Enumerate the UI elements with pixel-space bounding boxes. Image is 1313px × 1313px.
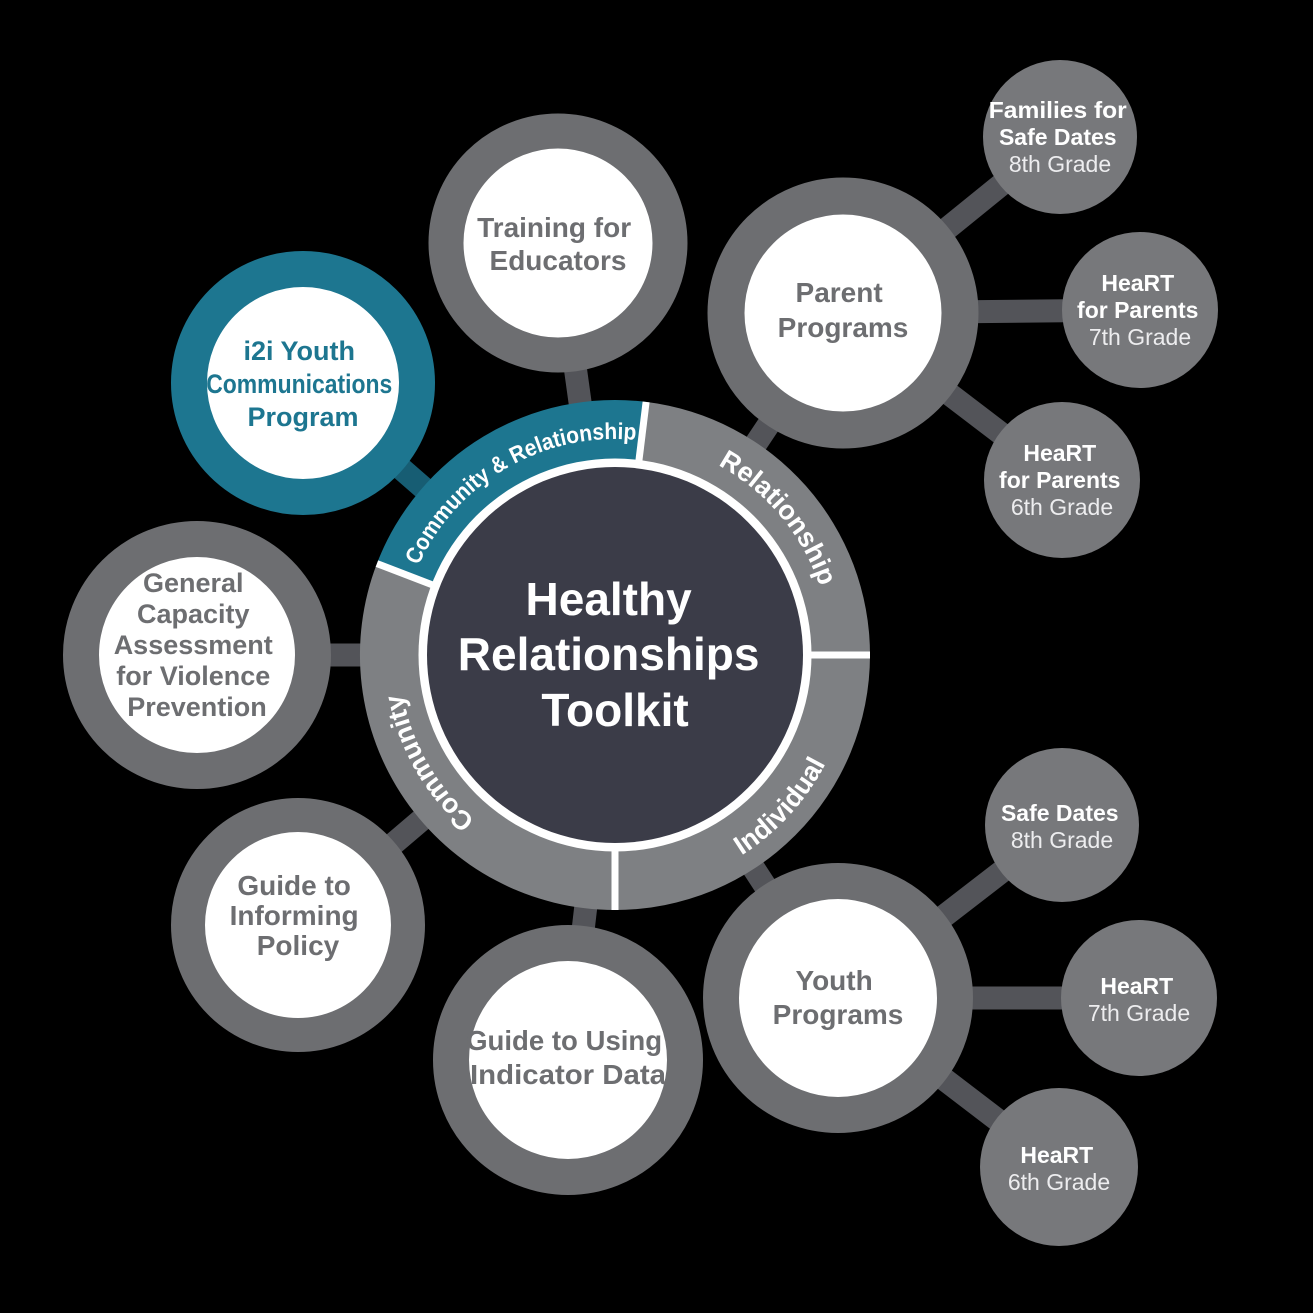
parent-programs-label: Parent Programs (778, 277, 909, 343)
ring-segment-community (359, 563, 615, 910)
ring-segment-relationship (638, 401, 871, 655)
node-training-educators: Training for Educators (428, 113, 688, 373)
safe-dates-8-circle (985, 748, 1139, 902)
indicator-data-circle (433, 925, 703, 1195)
node-parent-programs: Parent Programs (707, 177, 979, 449)
node-heart-parents-7: HeaRT for Parents 7th Grade (1062, 232, 1218, 388)
families-circle (983, 60, 1137, 214)
training-circle (428, 113, 688, 373)
hub-ring (359, 399, 871, 910)
families-label: Families for Safe Dates 8th Grade (989, 97, 1131, 177)
node-heart-parents-6: HeaRT for Parents 6th Grade (984, 402, 1140, 558)
youth-programs-label: Youth Programs (773, 965, 904, 1030)
ring-divider-top (634, 401, 650, 467)
node-guide-informing-policy: Guide to Informing Policy (171, 798, 425, 1052)
safe-dates-8-label: Safe Dates 8th Grade (1001, 800, 1123, 853)
heart-6-circle (980, 1088, 1138, 1246)
heart-6-label: HeaRT 6th Grade (1008, 1142, 1110, 1195)
informing-policy-circle (171, 798, 425, 1052)
hub-circle (427, 467, 803, 843)
node-safe-dates-8: Safe Dates 8th Grade (985, 748, 1139, 902)
node-i2i-youth-communications: i2i Youth Communications Program (171, 251, 435, 515)
node-guide-indicator-data: Guide to Using Indicator Data (433, 925, 703, 1195)
general-capacity-circle (63, 521, 331, 789)
i2i-circle (171, 251, 435, 515)
node-general-capacity-assessment: General Capacity Assessment for Violence… (63, 521, 331, 789)
heart-parents-6-circle (984, 402, 1140, 558)
indicator-data-label: Guide to Using Indicator Data (466, 1025, 670, 1090)
heart-7-circle (1061, 920, 1217, 1076)
youth-programs-circle (703, 863, 973, 1133)
node-heart-6: HeaRT 6th Grade (980, 1088, 1138, 1246)
ring-segment-community-relationship (376, 399, 647, 585)
node-families-safe-dates-8: Families for Safe Dates 8th Grade (983, 60, 1137, 214)
hub-title: Healthy Relationships Toolkit (458, 573, 772, 736)
heart-parents-7-circle (1062, 232, 1218, 388)
node-heart-7: HeaRT 7th Grade (1061, 920, 1217, 1076)
node-youth-programs: Youth Programs (703, 863, 973, 1133)
ring-dividers (375, 401, 870, 910)
general-capacity-label: General Capacity Assessment for Violence… (114, 568, 281, 722)
heart-parents-7-label: HeaRT for Parents 7th Grade (1077, 270, 1203, 350)
ring-divider-left (375, 560, 439, 591)
heart-7-label: HeaRT 7th Grade (1088, 973, 1190, 1026)
ring-segment-individual (615, 655, 870, 910)
informing-policy-label: Guide to Informing Policy (230, 870, 367, 961)
training-label: Training for Educators (477, 212, 639, 276)
parent-programs-circle (707, 177, 979, 449)
i2i-label: i2i Youth Communications Program (206, 336, 400, 432)
heart-parents-6-label: HeaRT for Parents 6th Grade (999, 440, 1125, 520)
